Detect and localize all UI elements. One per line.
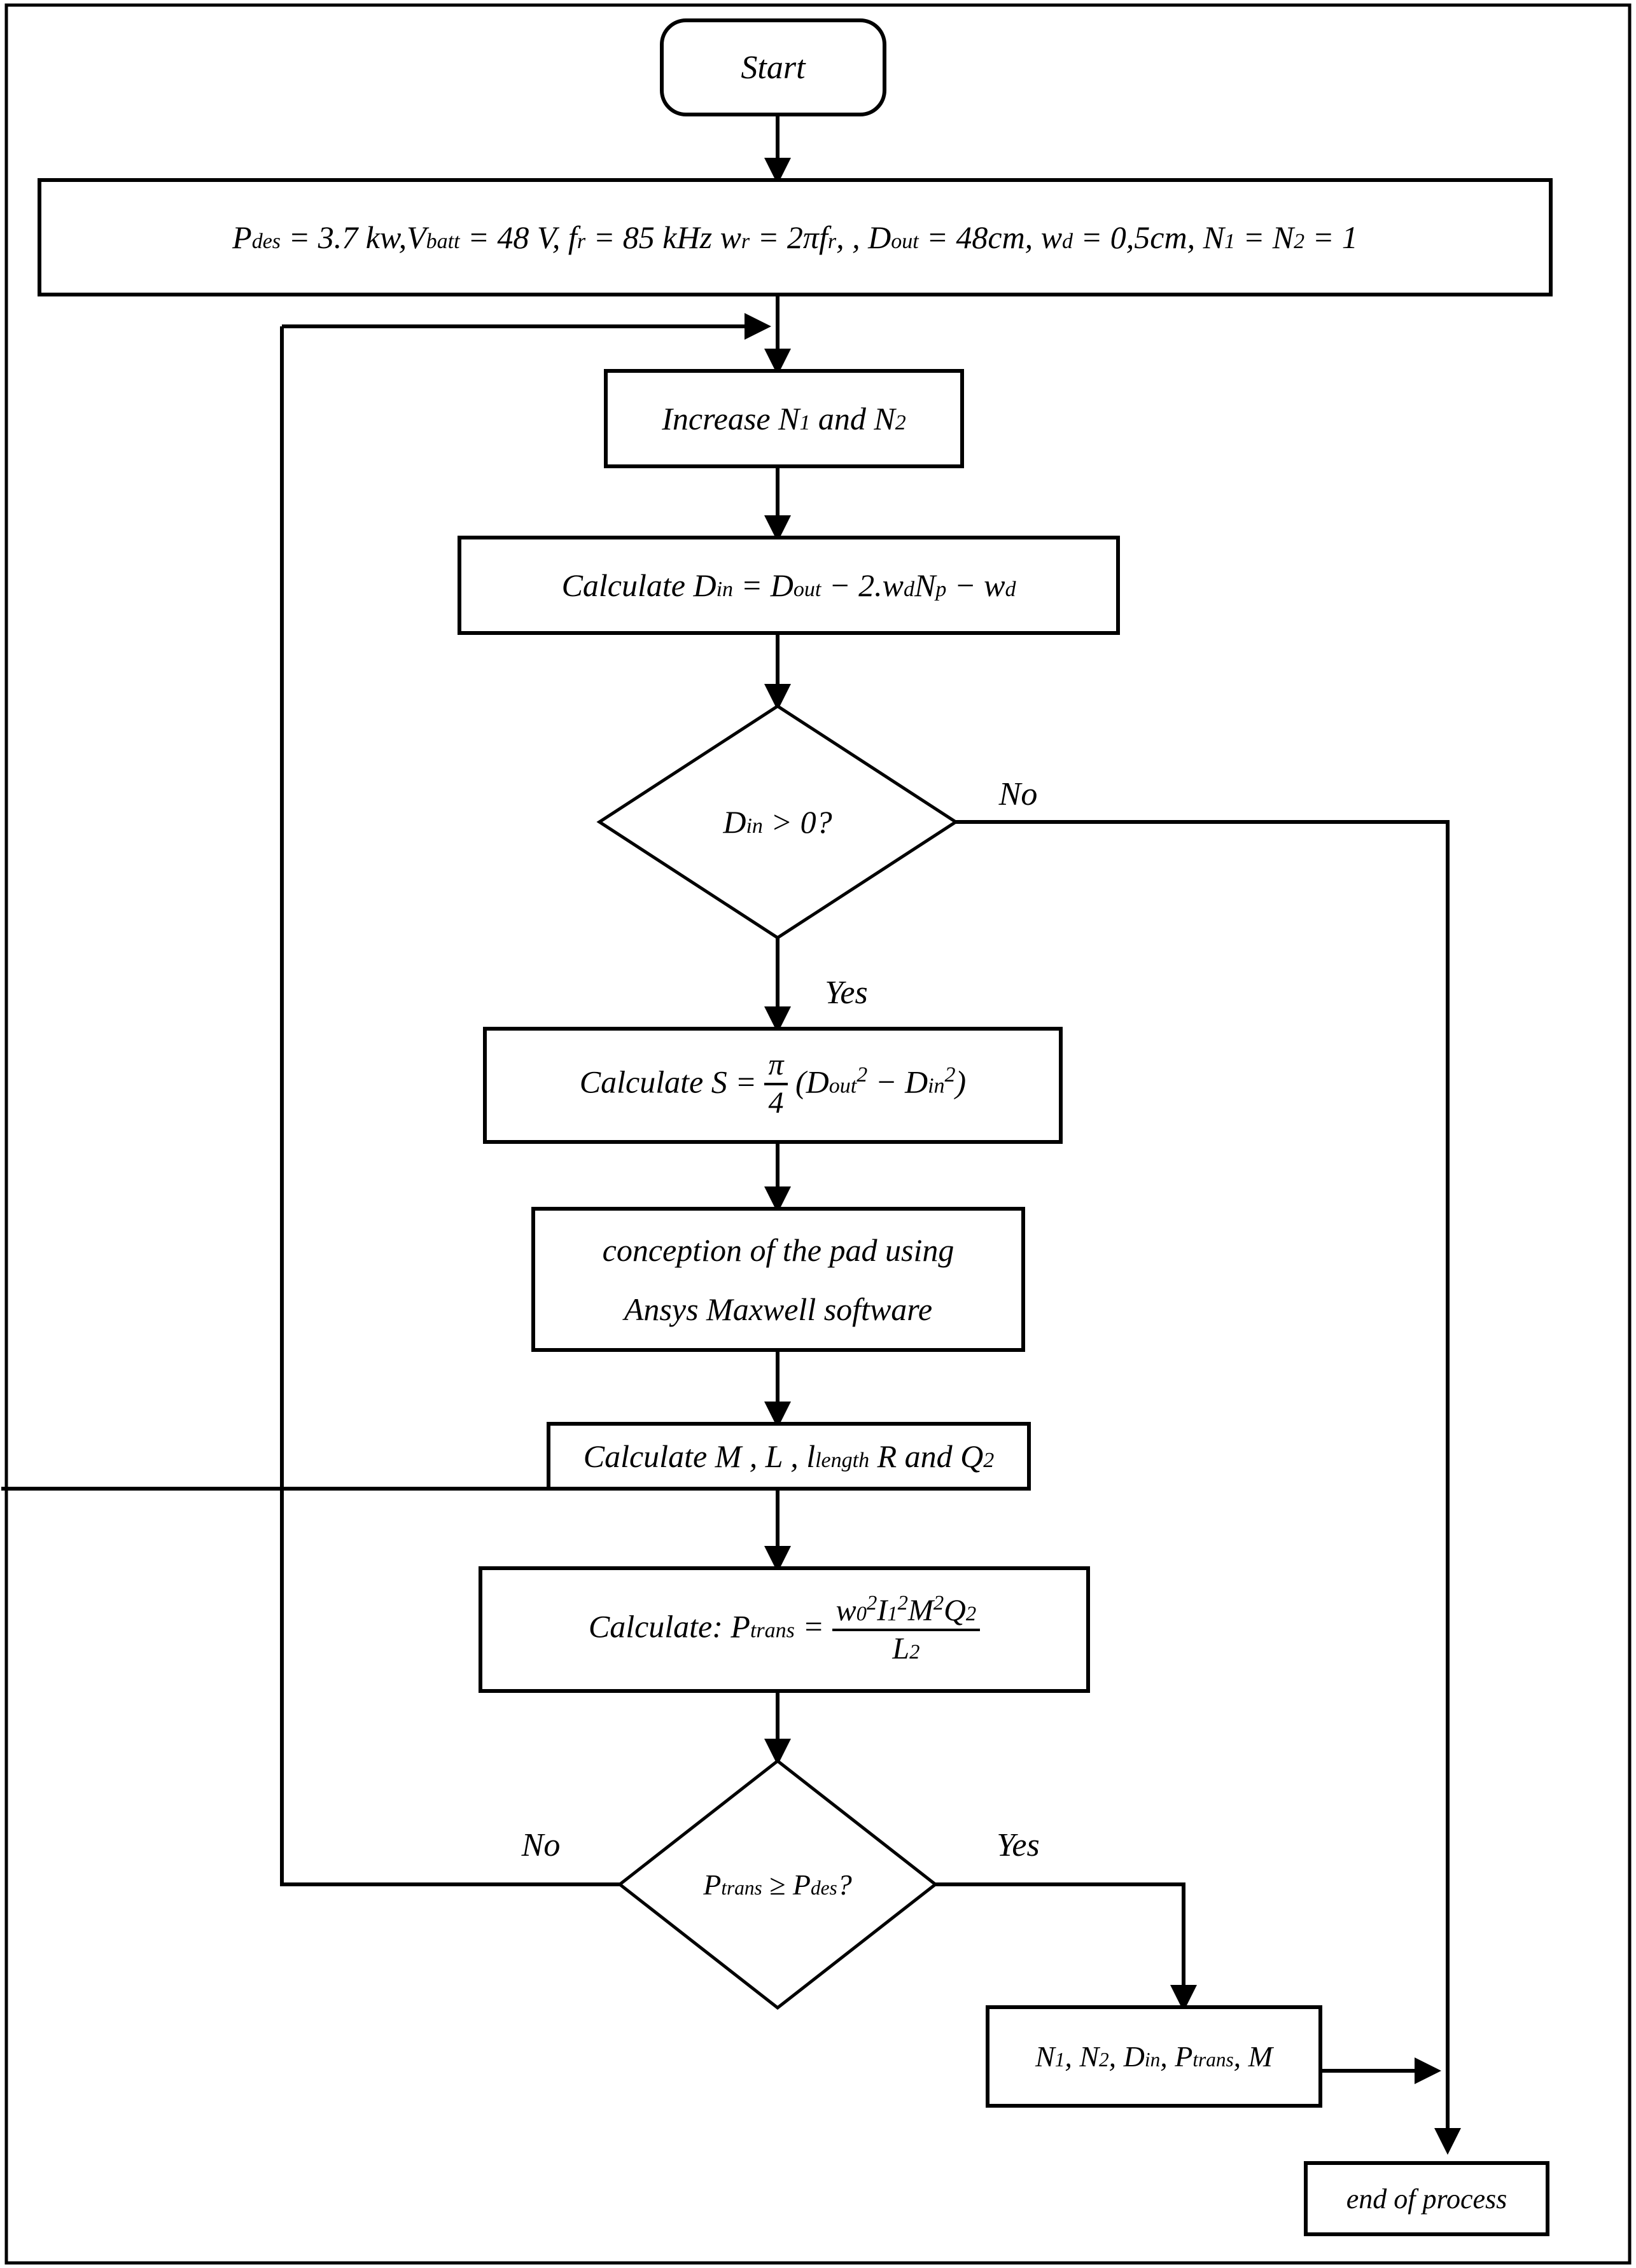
node-end[interactable] [1304, 2161, 1549, 2236]
node-results[interactable] [986, 2005, 1322, 2108]
edge-decideptrans-yes [935, 1882, 1197, 2012]
node-calc-mlr[interactable] [547, 1422, 1031, 1491]
edge-decideptrans-no [280, 326, 620, 1886]
edge-label-din-no: No [998, 776, 1038, 812]
edge-label-ptrans-yes: Yes [996, 1827, 1039, 1863]
node-calc-s[interactable] [483, 1027, 1063, 1144]
edge-decidedin-no [956, 820, 1461, 2155]
node-conception[interactable] [531, 1207, 1025, 1352]
page-border [4, 3, 1632, 2265]
edge-label-ptrans-no: No [521, 1827, 561, 1863]
decision-din-shape [596, 704, 959, 940]
node-init-params[interactable] [38, 178, 1553, 296]
decision-ptrans-shape [617, 1758, 939, 2010]
node-calc-ptrans[interactable] [479, 1566, 1090, 1693]
node-increase-n[interactable] [604, 369, 964, 468]
node-start[interactable] [660, 18, 886, 116]
edge-label-din-yes: Yes [825, 975, 867, 1011]
node-calc-din[interactable] [458, 536, 1120, 635]
